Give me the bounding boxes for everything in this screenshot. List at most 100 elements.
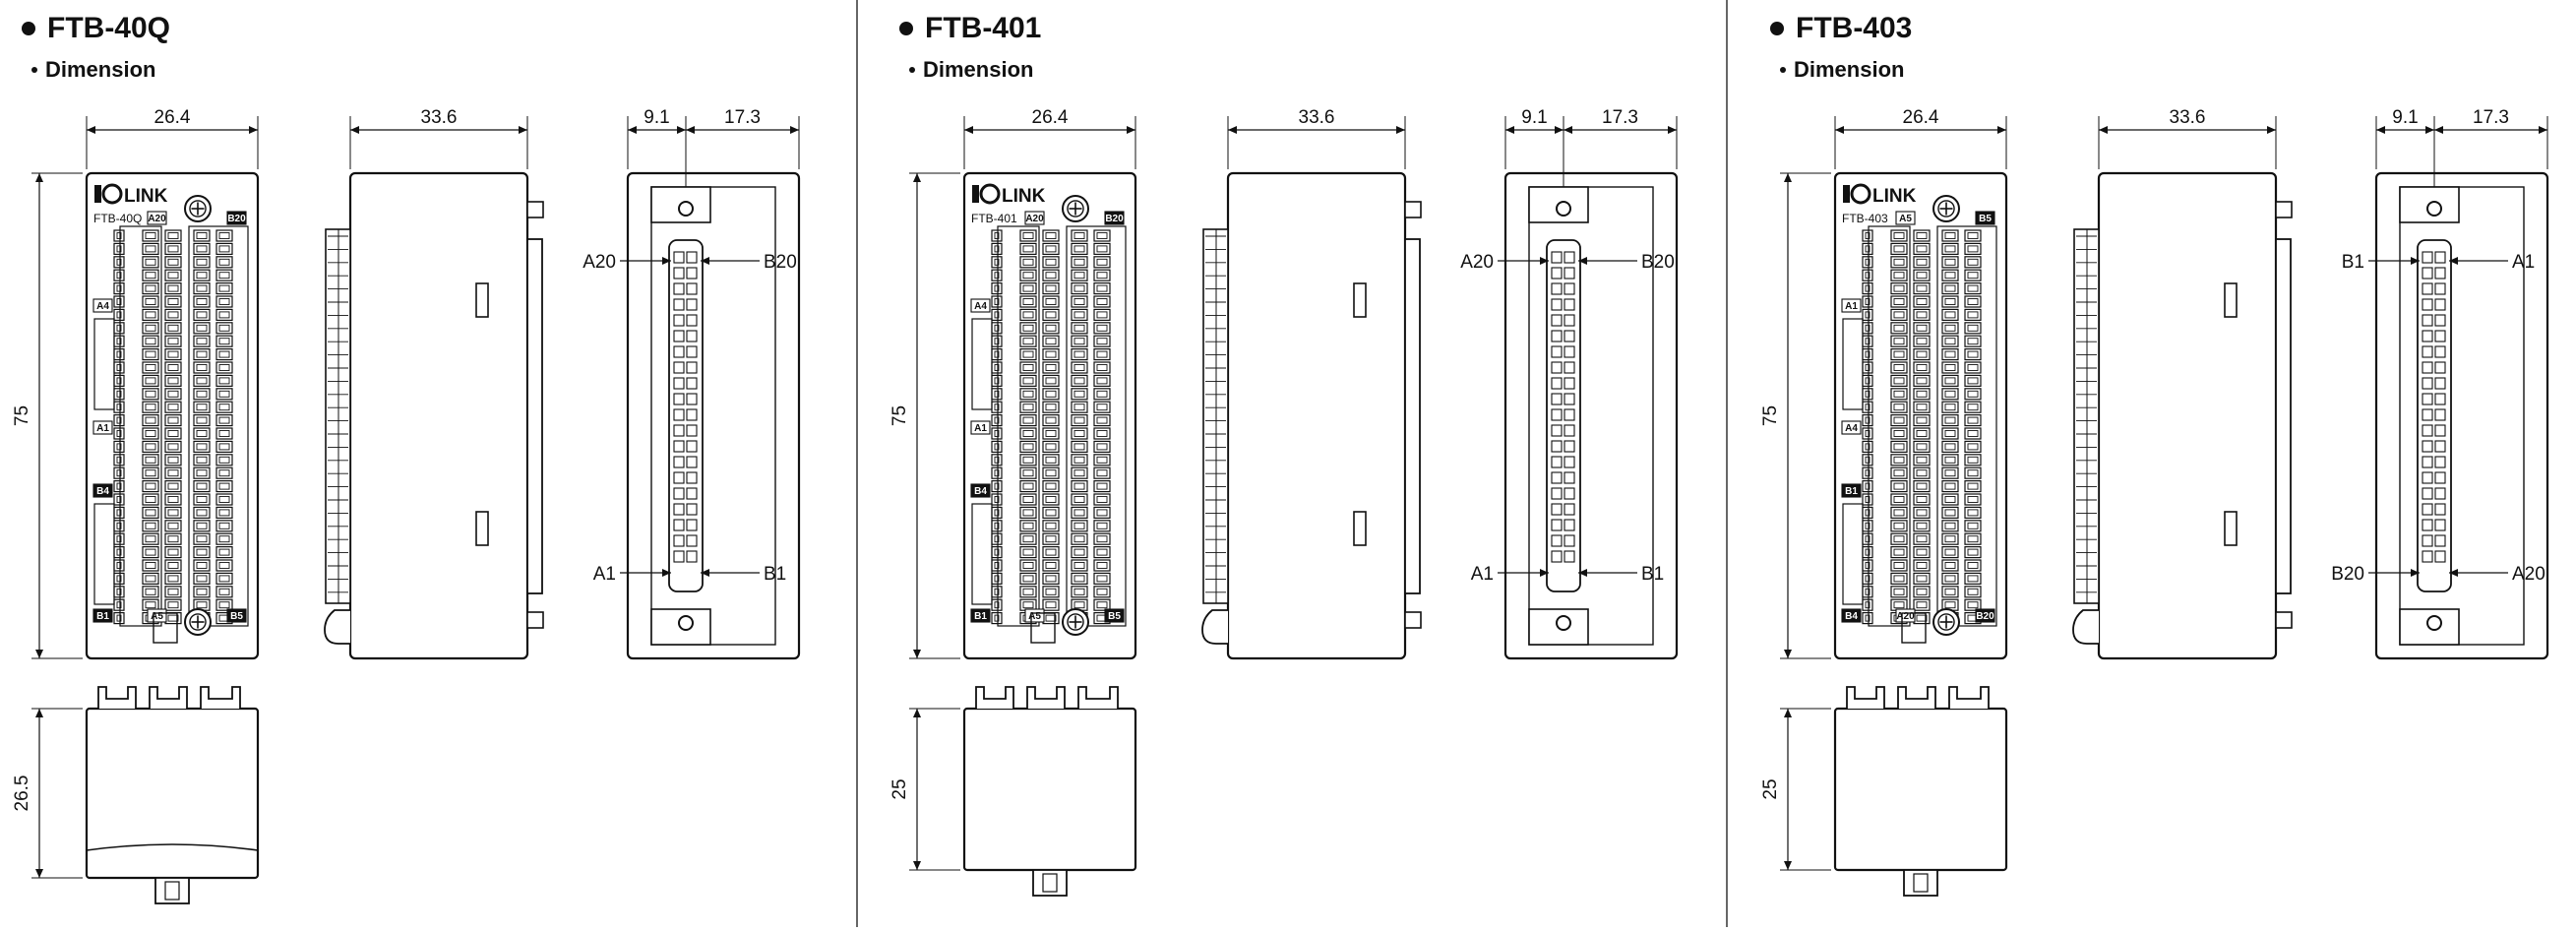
connector-top-hole — [678, 201, 694, 217]
label-mid-2-box — [970, 420, 991, 435]
terminal-hole — [1073, 404, 1085, 411]
side-window-upper — [475, 282, 489, 318]
dim-bottom-height: 25 — [889, 778, 910, 799]
terminal-hole — [1944, 272, 1956, 280]
bullet-icon — [899, 22, 913, 35]
bottom-view-body — [85, 707, 260, 880]
brand-logo-text: LINK — [124, 186, 168, 207]
terminal-hole — [218, 548, 230, 556]
terminal-hole — [1893, 469, 1905, 477]
terminal-hole — [167, 390, 179, 398]
terminal-hole — [1916, 430, 1928, 437]
terminal-hole — [1045, 284, 1057, 292]
terminal-hole — [1944, 522, 1956, 529]
terminal-hole — [994, 232, 1000, 239]
dim-connector-left: 9.1 — [1521, 107, 1547, 128]
terminal-hole — [1022, 601, 1034, 609]
connector-pin — [1564, 534, 1575, 547]
terminal-hole — [1916, 258, 1928, 266]
terminal-hole — [116, 443, 122, 451]
label-bottom-left-box — [970, 608, 991, 623]
terminal-hole — [994, 364, 1000, 371]
terminal-hole — [167, 430, 179, 437]
terminal-hole — [1096, 245, 1108, 253]
connector-pin — [673, 345, 685, 358]
dimension-arrow — [790, 126, 799, 134]
terminal-hole — [1073, 350, 1085, 358]
terminal-hole — [1022, 258, 1034, 266]
bottom-clip-2 — [1026, 686, 1066, 709]
terminal-hole — [1096, 338, 1108, 345]
terminal-hole — [1893, 350, 1905, 358]
terminal-hole — [1045, 482, 1057, 490]
terminal-hole — [994, 390, 1000, 398]
terminal-hole — [1045, 443, 1057, 451]
connector-frame — [1528, 186, 1654, 646]
terminal-hole — [1967, 272, 1979, 280]
terminal-hole — [1073, 575, 1085, 583]
terminal-hole — [1096, 575, 1108, 583]
label-mid-2: A4 — [1845, 423, 1858, 434]
terminal-hole — [145, 390, 156, 398]
screw-inner — [1937, 613, 1955, 631]
terminal-hole — [196, 258, 208, 266]
left-block-lower — [1842, 503, 1864, 605]
connector-pin — [2434, 534, 2446, 547]
terminal-hole — [196, 469, 208, 477]
terminal-hole — [1893, 588, 1905, 595]
terminal-hole — [994, 258, 1000, 266]
connector-pin — [686, 487, 698, 500]
terminal-hole — [1865, 350, 1871, 358]
connector-pin — [2434, 471, 2446, 484]
terminal-hole — [196, 443, 208, 451]
connector-pin — [673, 282, 685, 295]
terminal-hole — [994, 350, 1000, 358]
dimension-arrow — [1784, 650, 1792, 658]
terminal-hole — [1865, 416, 1871, 424]
terminal-hole — [1944, 482, 1956, 490]
connector-pin — [2434, 282, 2446, 295]
terminal-hole — [218, 416, 230, 424]
connector-pin — [1564, 251, 1575, 264]
label-top-right-box — [1104, 211, 1125, 225]
terminal-hole — [1096, 350, 1108, 358]
terminal-hole — [145, 535, 156, 543]
terminal-hole — [1944, 390, 1956, 398]
connector-pin — [2422, 267, 2433, 280]
terminal-hole — [1022, 298, 1034, 305]
label-bottom-left-box — [1841, 608, 1862, 623]
terminal-hole — [1045, 404, 1057, 411]
brand-logo-text: LINK — [1002, 186, 1046, 207]
terminal-hole — [1096, 364, 1108, 371]
connector-pin — [1551, 377, 1563, 390]
terminal-hole — [1865, 232, 1871, 239]
label-bottom-left: B1 — [96, 611, 109, 622]
terminal-hole — [1967, 298, 1979, 305]
bullet-icon — [1770, 22, 1784, 35]
terminal-hole — [218, 601, 230, 609]
connector-pin — [673, 440, 685, 453]
terminal-hole — [994, 456, 1000, 464]
terminal-hole — [1022, 390, 1034, 398]
terminal-hole — [1916, 245, 1928, 253]
terminal-hole — [1096, 562, 1108, 569]
connector-pin — [686, 298, 698, 311]
connector-pin — [2434, 377, 2446, 390]
terminal-hole — [1022, 482, 1034, 490]
dimension-arrow — [913, 650, 921, 658]
connector-pin — [2422, 345, 2433, 358]
connector-pin — [1564, 314, 1575, 327]
terminal-hole — [116, 509, 122, 517]
brand-logo-ring — [1850, 183, 1871, 205]
terminal-hole — [196, 430, 208, 437]
dimension-arrow — [677, 126, 686, 134]
terminal-hole — [1967, 575, 1979, 583]
dimension-arrow — [1540, 569, 1549, 577]
dimension-arrow — [35, 869, 43, 878]
connector-pin — [2422, 424, 2433, 437]
label-bottom-right-box — [226, 608, 247, 623]
terminal-hole — [1944, 562, 1956, 569]
label-bottom-right-box — [1104, 608, 1125, 623]
